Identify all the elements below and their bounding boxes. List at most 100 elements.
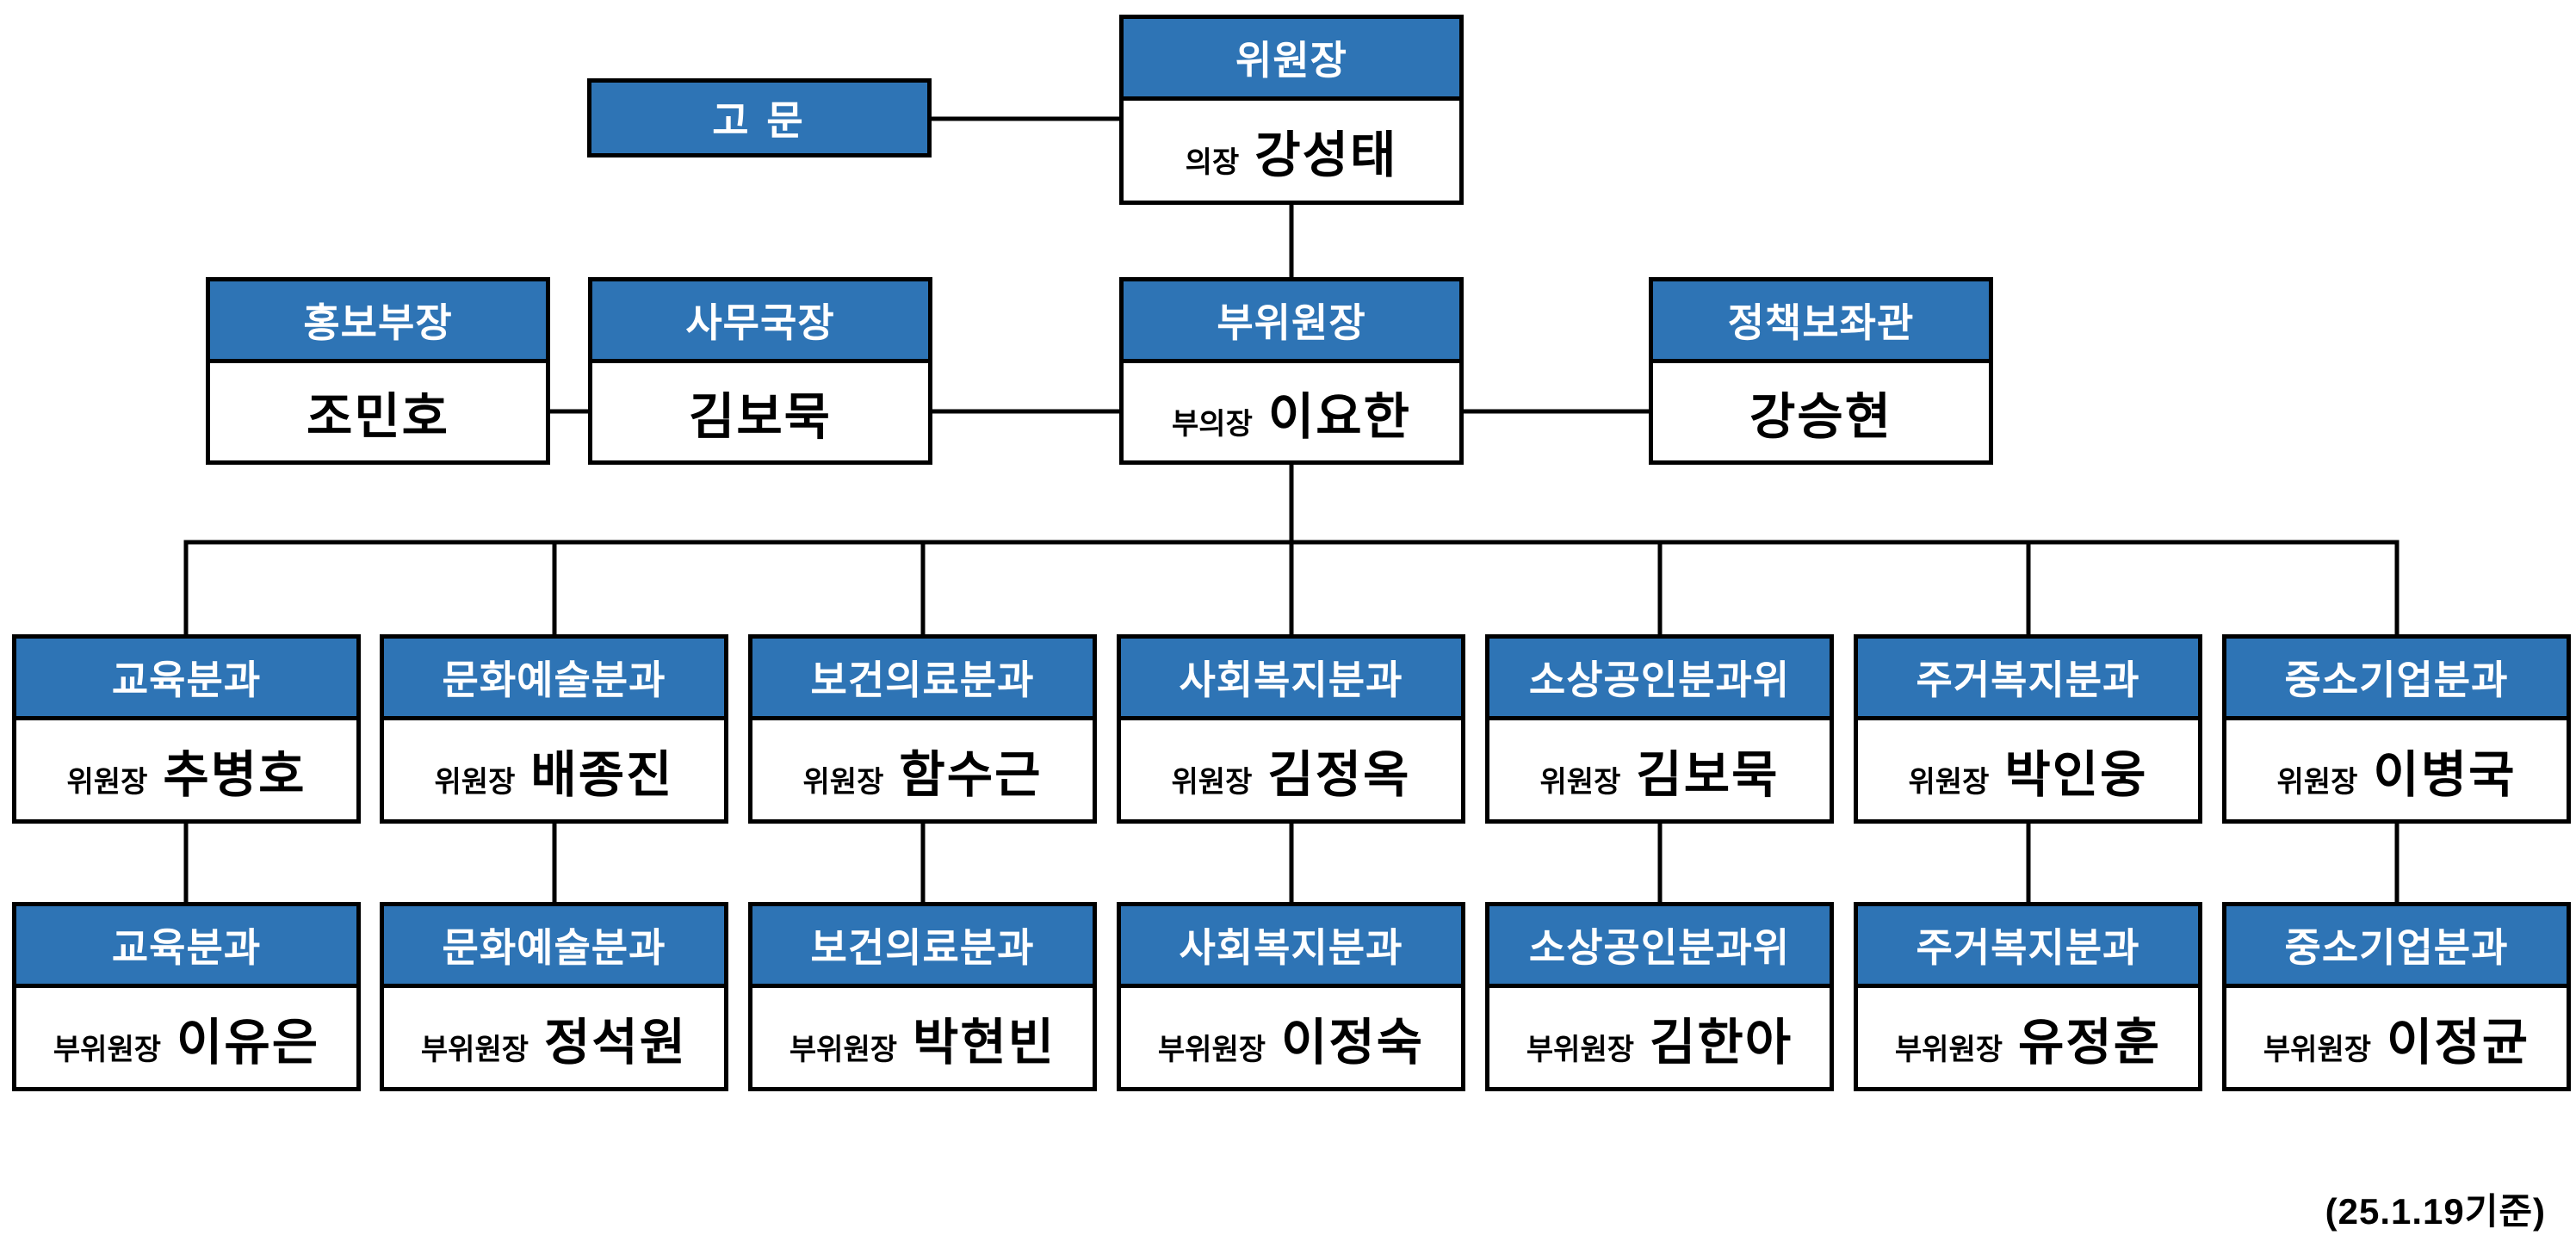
box-title: 보건의료분과: [810, 658, 1035, 702]
name-label: 이정숙: [1281, 1014, 1425, 1071]
name-label: 김보묵: [1636, 746, 1780, 803]
role-label: 위원장: [1908, 765, 1990, 799]
box-body: 위원장 이병국: [2226, 720, 2567, 819]
box-title: 문화예술분과: [442, 658, 666, 702]
box-body: 부위원장 박현빈: [752, 988, 1093, 1087]
box-title: 중소기업분과: [2284, 925, 2509, 970]
name-label: 강성태: [1254, 127, 1398, 183]
box-body: 부위원장 김한아: [1489, 988, 1830, 1087]
box-header: 중소기업분과: [2226, 639, 2567, 720]
box-committee-chair-education: 교육분과 위원장 추병호: [12, 634, 361, 824]
box-header: 사회복지분과: [1121, 906, 1461, 988]
name-label: 유정훈: [2018, 1014, 2162, 1071]
advisor-title: 고 문: [712, 98, 807, 143]
box-body: 부위원장 유정훈: [1858, 988, 2198, 1087]
box-committee-vice-sme: 중소기업분과 부위원장 이정균: [2222, 902, 2571, 1091]
role-label: 위원장: [1171, 765, 1253, 799]
box-header: 부위원장: [1124, 281, 1459, 363]
box-committee-vice-social-welfare: 사회복지분과 부위원장 이정숙: [1117, 902, 1465, 1091]
role-label: 위원장: [802, 765, 884, 799]
box-header: 보건의료분과: [752, 906, 1093, 988]
box-body: 부의장 이요한: [1124, 363, 1459, 460]
box-title: 주거복지분과: [1916, 925, 2140, 970]
role-label: 부의장: [1172, 407, 1253, 441]
name-label: 김정옥: [1267, 746, 1411, 803]
box-body: 위원장 추병호: [16, 720, 356, 819]
box-committee-vice-health-medical: 보건의료분과 부위원장 박현빈: [748, 902, 1097, 1091]
box-title: 교육분과: [111, 658, 262, 702]
box-advisor: 고 문: [587, 78, 932, 157]
box-body: 조민호: [210, 363, 546, 460]
box-body: 김보묵: [592, 363, 928, 460]
box-header: 소상공인분과위: [1489, 639, 1830, 720]
name-label: 이병국: [2373, 746, 2517, 803]
box-header: 위원장: [1124, 19, 1459, 101]
box-committee-vice-housing-welfare: 주거복지분과 부위원장 유정훈: [1854, 902, 2202, 1091]
box-committee-chair-housing-welfare: 주거복지분과 위원장 박인웅: [1854, 634, 2202, 824]
box-header: 교육분과: [16, 906, 356, 988]
box-committee-chair-health-medical: 보건의료분과 위원장 함수근: [748, 634, 1097, 824]
box-policy-aide: 정책보좌관 강승현: [1649, 277, 1993, 465]
box-body: 부위원장 이유은: [16, 988, 356, 1087]
box-body: 부위원장 정석원: [384, 988, 724, 1087]
box-committee-vice-culture-arts: 문화예술분과 부위원장 정석원: [380, 902, 728, 1091]
box-committee-chair-culture-arts: 문화예술분과 위원장 배종진: [380, 634, 728, 824]
box-header: 중소기업분과: [2226, 906, 2567, 988]
box-committee-chair-small-business: 소상공인분과위 위원장 김보묵: [1485, 634, 1834, 824]
name-label: 정석원: [544, 1014, 688, 1071]
box-committee-chair-sme: 중소기업분과 위원장 이병국: [2222, 634, 2571, 824]
box-header: 교육분과: [16, 639, 356, 720]
name-label: 이유은: [176, 1014, 320, 1071]
role-label: 위원장: [434, 765, 516, 799]
box-header: 주거복지분과: [1858, 906, 2198, 988]
role-label: 부위원장: [2263, 1033, 2372, 1066]
box-header: 사무국장: [592, 281, 928, 363]
role-label: 위원장: [66, 765, 148, 799]
name-label: 이요한: [1267, 388, 1411, 445]
box-pr-director: 홍보부장 조민호: [206, 277, 550, 465]
role-label: 부위원장: [53, 1033, 162, 1066]
name-label: 이정균: [2387, 1014, 2530, 1071]
box-committee-vice-small-business: 소상공인분과위 부위원장 김한아: [1485, 902, 1834, 1091]
name-label: 조민호: [306, 388, 450, 445]
box-title: 부위원장: [1217, 300, 1366, 345]
box-body: 위원장 함수근: [752, 720, 1093, 819]
box-title: 문화예술분과: [442, 925, 666, 970]
box-title: 사무국장: [685, 300, 835, 345]
box-title: 중소기업분과: [2284, 658, 2509, 702]
box-chairman: 위원장 의장 강성태: [1119, 15, 1464, 205]
box-body: 위원장 배종진: [384, 720, 724, 819]
footer-date-note: (25.1.19기준): [2325, 1191, 2546, 1232]
role-label: 의장: [1185, 146, 1240, 179]
name-label: 추병호: [163, 746, 307, 803]
box-header: 주거복지분과: [1858, 639, 2198, 720]
box-title: 사회복지분과: [1179, 925, 1403, 970]
name-label: 박인웅: [2004, 746, 2148, 803]
box-committee-vice-education: 교육분과 부위원장 이유은: [12, 902, 361, 1091]
box-header: 홍보부장: [210, 281, 546, 363]
role-label: 부위원장: [420, 1033, 529, 1066]
role-label: 위원장: [1539, 765, 1621, 799]
box-body: 부위원장 이정숙: [1121, 988, 1461, 1087]
name-label: 함수근: [899, 746, 1043, 803]
box-header: 문화예술분과: [384, 906, 724, 988]
role-label: 부위원장: [1157, 1033, 1266, 1066]
box-body: 강승현: [1653, 363, 1989, 460]
box-title: 소상공인분과위: [1528, 658, 1791, 702]
box-title: 정책보좌관: [1727, 300, 1915, 345]
name-label: 박현빈: [913, 1014, 1056, 1071]
box-title: 보건의료분과: [810, 925, 1035, 970]
name-label: 김보묵: [688, 388, 833, 445]
box-title: 소상공인분과위: [1528, 925, 1791, 970]
name-label: 강승현: [1749, 388, 1893, 445]
role-label: 부위원장: [1526, 1033, 1635, 1066]
box-body: 위원장 박인웅: [1858, 720, 2198, 819]
box-title: 사회복지분과: [1179, 658, 1403, 702]
box-title: 위원장: [1235, 38, 1347, 83]
role-label: 부위원장: [789, 1033, 898, 1066]
box-title: 홍보부장: [303, 300, 453, 345]
role-label: 부위원장: [1894, 1033, 2003, 1066]
box-body: 위원장 김정옥: [1121, 720, 1461, 819]
box-secretary-general: 사무국장 김보묵: [588, 277, 932, 465]
